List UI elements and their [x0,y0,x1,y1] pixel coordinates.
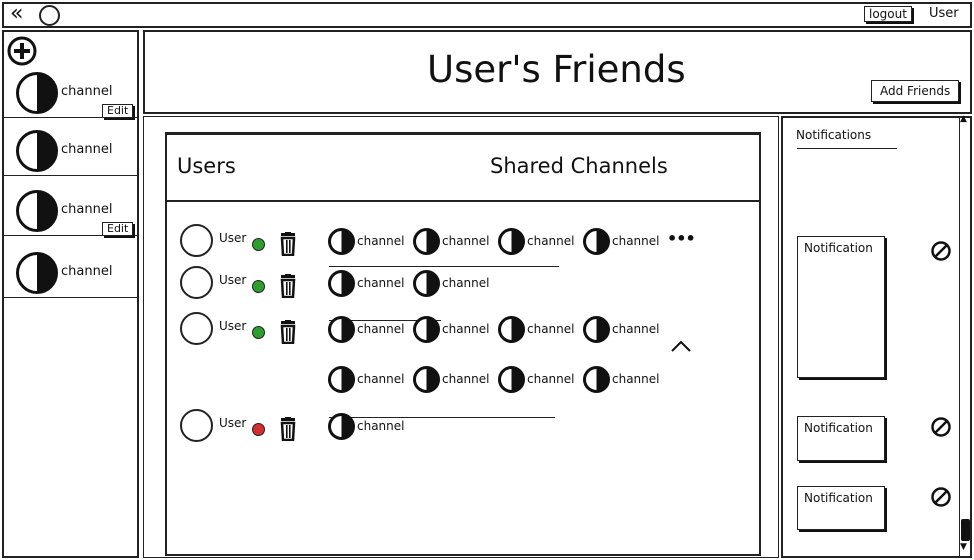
shared-channel-label[interactable]: channel [357,419,405,433]
sidebar-channel-label: channel [61,142,113,157]
page-header [143,30,972,114]
status-dot-online [252,326,265,339]
trash-icon[interactable] [277,417,299,442]
chevron-up-icon[interactable] [670,338,692,352]
trash-icon[interactable] [277,274,299,299]
shared-channel-label[interactable]: channel [442,372,490,386]
row-separator [329,266,559,267]
sidebar-channel-label: channel [61,84,113,99]
sidebar-divider [2,175,139,176]
shared-channel-icon[interactable] [413,366,440,393]
shared-channel-icon[interactable] [328,316,355,343]
edit-channel-button[interactable]: Edit [102,222,134,236]
shared-channel-icon[interactable] [328,413,355,440]
sidebar [2,30,139,558]
notification-label: Notification [804,491,873,505]
notification-label: Notification [804,421,873,435]
current-user-label[interactable]: User [929,6,959,21]
row-separator [329,320,441,321]
shared-channel-label[interactable]: channel [357,372,405,386]
sidebar-divider [2,117,139,118]
logout-button[interactable]: logout [864,6,912,22]
shared-channel-icon[interactable] [583,316,610,343]
user-name[interactable]: User [219,273,247,287]
channel-avatar-icon [16,252,58,294]
user-name[interactable]: User [219,319,247,333]
user-name[interactable]: User [219,416,247,430]
channel-avatar-icon [16,72,58,114]
user-avatar[interactable] [180,312,213,345]
edit-channel-button[interactable]: Edit [102,104,134,118]
dismiss-notification-icon[interactable] [930,486,952,508]
shared-channel-label[interactable]: channel [357,234,405,248]
shared-channel-icon[interactable] [583,228,610,255]
shared-channel-label[interactable]: channel [442,276,490,290]
notifications-heading: Notifications [796,128,872,142]
back-icon[interactable]: « [10,1,24,26]
shared-channel-icon[interactable] [413,270,440,297]
trash-icon[interactable] [277,232,299,257]
dismiss-notification-icon[interactable] [930,416,952,438]
trash-icon[interactable] [277,320,299,345]
shared-channel-icon[interactable] [583,366,610,393]
friends-table [165,132,761,556]
shared-channel-icon[interactable] [413,316,440,343]
status-dot-online [252,238,265,251]
shared-channel-label[interactable]: channel [612,234,660,248]
page-title: User's Friends [427,48,686,91]
shared-channel-icon[interactable] [328,228,355,255]
sidebar-channel-label: channel [61,202,113,217]
notification-card[interactable] [797,416,885,461]
shared-channel-label[interactable]: channel [357,276,405,290]
scroll-thumb[interactable] [961,519,970,541]
sidebar-divider [2,297,139,298]
shared-channel-label[interactable]: channel [612,372,660,386]
friends-content-frame [143,116,779,558]
shared-channel-icon[interactable] [328,270,355,297]
notifications-heading-underline [797,148,897,149]
shared-channel-icon[interactable] [328,366,355,393]
user-name[interactable]: User [219,231,247,245]
shared-channel-label[interactable]: channel [442,234,490,248]
user-avatar[interactable] [180,224,213,257]
user-avatar[interactable] [180,266,213,299]
scroll-up-arrow-icon[interactable]: ▲ [960,114,967,124]
status-dot-online [252,280,265,293]
add-channel-icon[interactable] [7,36,37,66]
shared-channel-label[interactable]: channel [442,322,490,336]
user-avatar[interactable] [180,409,213,442]
more-dots-icon[interactable]: ••• [667,229,696,248]
shared-channel-icon[interactable] [498,228,525,255]
home-circle-icon[interactable] [39,5,60,26]
notifications-scrollbar[interactable] [959,116,972,556]
row-separator [329,417,555,418]
channel-avatar-icon [16,190,58,232]
shared-channel-icon[interactable] [498,366,525,393]
dismiss-notification-icon[interactable] [930,240,952,262]
add-friends-button[interactable]: Add Friends [871,80,960,102]
sidebar-channel-label: channel [61,264,113,279]
status-dot-offline [252,423,265,436]
notification-card[interactable] [797,236,885,378]
top-bar [2,2,972,28]
notification-card[interactable] [797,486,885,530]
scroll-down-arrow-icon[interactable]: ▼ [960,542,967,552]
shared-channel-icon[interactable] [498,316,525,343]
friends-table-header [165,132,761,202]
shared-channel-label[interactable]: channel [527,234,575,248]
shared-channel-label[interactable]: channel [527,372,575,386]
shared-channel-label[interactable]: channel [612,322,660,336]
shared-channel-icon[interactable] [413,228,440,255]
channel-avatar-icon [16,130,58,172]
shared-channels-column-heading: Shared Channels [490,154,668,178]
shared-channel-label[interactable]: channel [527,322,575,336]
notification-label: Notification [804,241,873,255]
shared-channel-label[interactable]: channel [357,322,405,336]
sidebar-divider [2,235,139,236]
users-column-heading: Users [177,154,236,178]
